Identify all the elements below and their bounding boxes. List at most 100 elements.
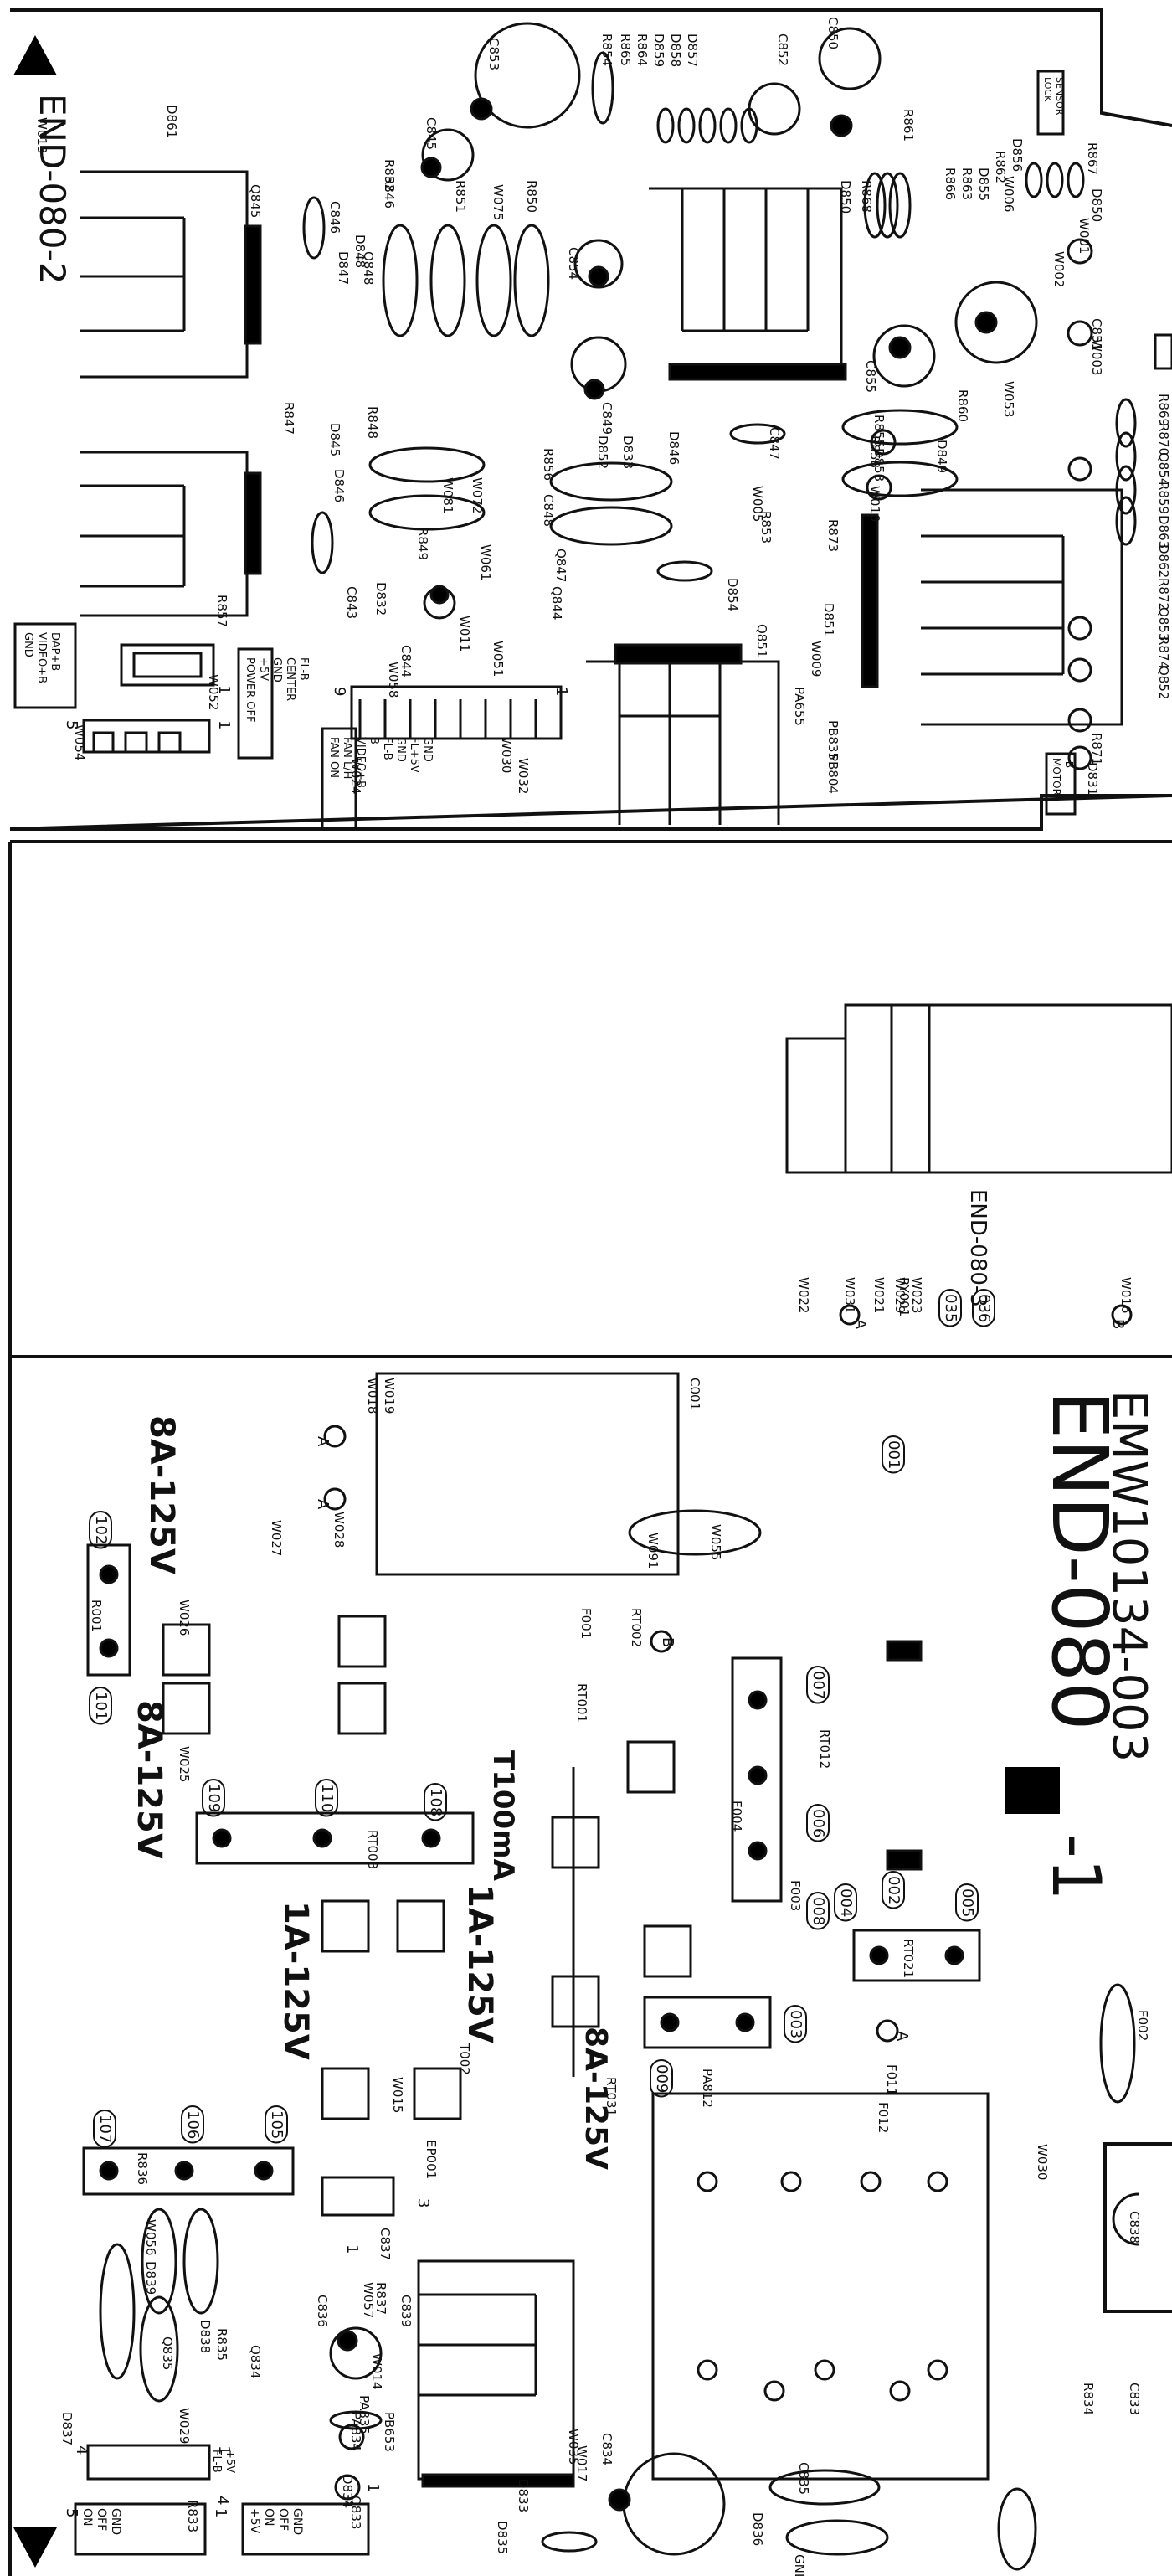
svg-text:Q853: Q853 [1156, 607, 1171, 641]
pin-mark: 4 [213, 2496, 231, 2505]
component-w015: W015 [390, 2077, 405, 2113]
svg-text:W003: W003 [1089, 339, 1104, 375]
svg-text:4: 4 [73, 2445, 90, 2455]
svg-text:101: 101 [92, 1692, 110, 1720]
component-ry001: RY001 [897, 1277, 912, 1316]
svg-text:R833: R833 [185, 2500, 200, 2532]
component-w057: W057 [361, 2282, 376, 2318]
svg-text:8A-125V: 8A-125V [142, 1415, 181, 1574]
svg-text:RT001: RT001 [574, 1683, 589, 1723]
circled-ref-107: 107 [93, 2110, 116, 2148]
svg-text:PA834: PA834 [348, 2412, 363, 2451]
svg-text:W017: W017 [574, 2445, 589, 2481]
component-c835: C835 [796, 2462, 811, 2495]
component-r835: R835 [214, 2328, 229, 2361]
note-pa835-line: GND [109, 2508, 122, 2535]
component-w032: W032 [516, 758, 531, 794]
heatsink-q847 [586, 660, 780, 825]
heatsink-q844 [80, 451, 249, 617]
svg-text:FL-B: FL-B [210, 2450, 223, 2473]
svg-text:A: A [314, 1499, 332, 1510]
svg-text:106: 106 [184, 2110, 202, 2139]
component-r847: R847 [281, 402, 296, 435]
pin-mark: A [314, 1499, 332, 1510]
svg-text:Q851: Q851 [754, 624, 769, 657]
svg-text:A: A [851, 1319, 869, 1330]
svg-text:D836: D836 [750, 2512, 765, 2546]
component-d838: D838 [198, 2320, 213, 2353]
component-r837: R837 [373, 2282, 388, 2315]
circled-ref-007: 007 [806, 1666, 830, 1704]
svg-text:006: 006 [810, 1809, 827, 1837]
svg-text:W015: W015 [390, 2077, 405, 2113]
cap-c837 [329, 2326, 383, 2380]
note-pa834-line: ON [262, 2508, 275, 2527]
svg-text:R862: R862 [993, 151, 1008, 183]
svg-text:-B: -B [1063, 758, 1075, 768]
svg-text:+5V: +5V [224, 2450, 236, 2473]
component-q845: Q845 [248, 184, 263, 218]
component-d832: D832 [373, 582, 388, 616]
svg-text:008: 008 [810, 1897, 827, 1925]
svg-text:W018: W018 [365, 1378, 380, 1414]
svg-text:W013: W013 [34, 117, 49, 153]
note-lock-line: LOCK [1042, 77, 1053, 102]
pin-mark: A [851, 1319, 869, 1330]
svg-text:W016: W016 [1118, 1277, 1133, 1313]
component-r867: R867 [1085, 142, 1100, 175]
component-r856: R856 [541, 448, 556, 481]
conn-end0803 [844, 1003, 1172, 1174]
component-r849: R849 [415, 528, 430, 560]
component-r866: R866 [943, 167, 958, 200]
pin-mark: B [1109, 1319, 1127, 1329]
component-f003: F003 [788, 1880, 803, 1911]
component-d834: D834 [340, 2475, 355, 2508]
svg-text:C846: C846 [327, 201, 342, 234]
circled-ref-105: 105 [265, 2105, 288, 2144]
component-pb804: PB804 [825, 754, 840, 794]
circled-ref-008: 008 [806, 1892, 830, 1930]
circled-ref-035: 035 [938, 1289, 962, 1327]
circled-ref-005: 005 [955, 1883, 979, 1922]
component-r846: R846 [382, 176, 397, 209]
component-d833: D833 [620, 435, 635, 469]
transformer-t002 [651, 2092, 990, 2481]
svg-text:105: 105 [268, 2110, 285, 2139]
component-c851: C851 [1089, 318, 1104, 351]
component-c855: C855 [863, 360, 878, 393]
conn-pb653 [86, 2444, 211, 2481]
svg-text:D845: D845 [327, 423, 342, 456]
note-pb804_right-line: FL-B [381, 737, 393, 760]
pin-mark: 1 [343, 2244, 361, 2254]
svg-text:035: 035 [942, 1294, 959, 1322]
component-d851: D851 [821, 603, 836, 636]
svg-text:F012: F012 [876, 2102, 891, 2133]
board-main-title: END-080 [1035, 1390, 1124, 1731]
svg-text:W075: W075 [491, 184, 506, 220]
component-r872: R872 [1156, 578, 1171, 611]
svg-text:W061: W061 [478, 544, 493, 580]
svg-text:D850: D850 [1089, 188, 1104, 222]
svg-text:B: B [368, 737, 380, 744]
component-w091: W091 [645, 1533, 661, 1569]
svg-text:W058: W058 [386, 662, 401, 698]
svg-text:D855: D855 [976, 167, 991, 201]
component-d856: D856 [1010, 138, 1025, 172]
component-w017: W017 [574, 2445, 589, 2481]
component-pa835: PA835 [357, 2395, 372, 2434]
component-d850: D850 [838, 180, 853, 214]
component-d836: D836 [750, 2512, 765, 2546]
svg-text:D834: D834 [340, 2475, 355, 2508]
component-r833: R833 [185, 2500, 200, 2532]
note-pa834-line: OFF [276, 2508, 290, 2531]
svg-text:DAP+B: DAP+B [49, 632, 61, 671]
svg-text:C834: C834 [599, 2433, 614, 2465]
svg-text:W032: W032 [516, 758, 531, 794]
conn-pa834 [241, 2502, 370, 2556]
component-d855: D855 [976, 167, 991, 201]
svg-text:POWER OFF: POWER OFF [244, 657, 256, 723]
circled-ref-003: 003 [784, 2005, 807, 2043]
